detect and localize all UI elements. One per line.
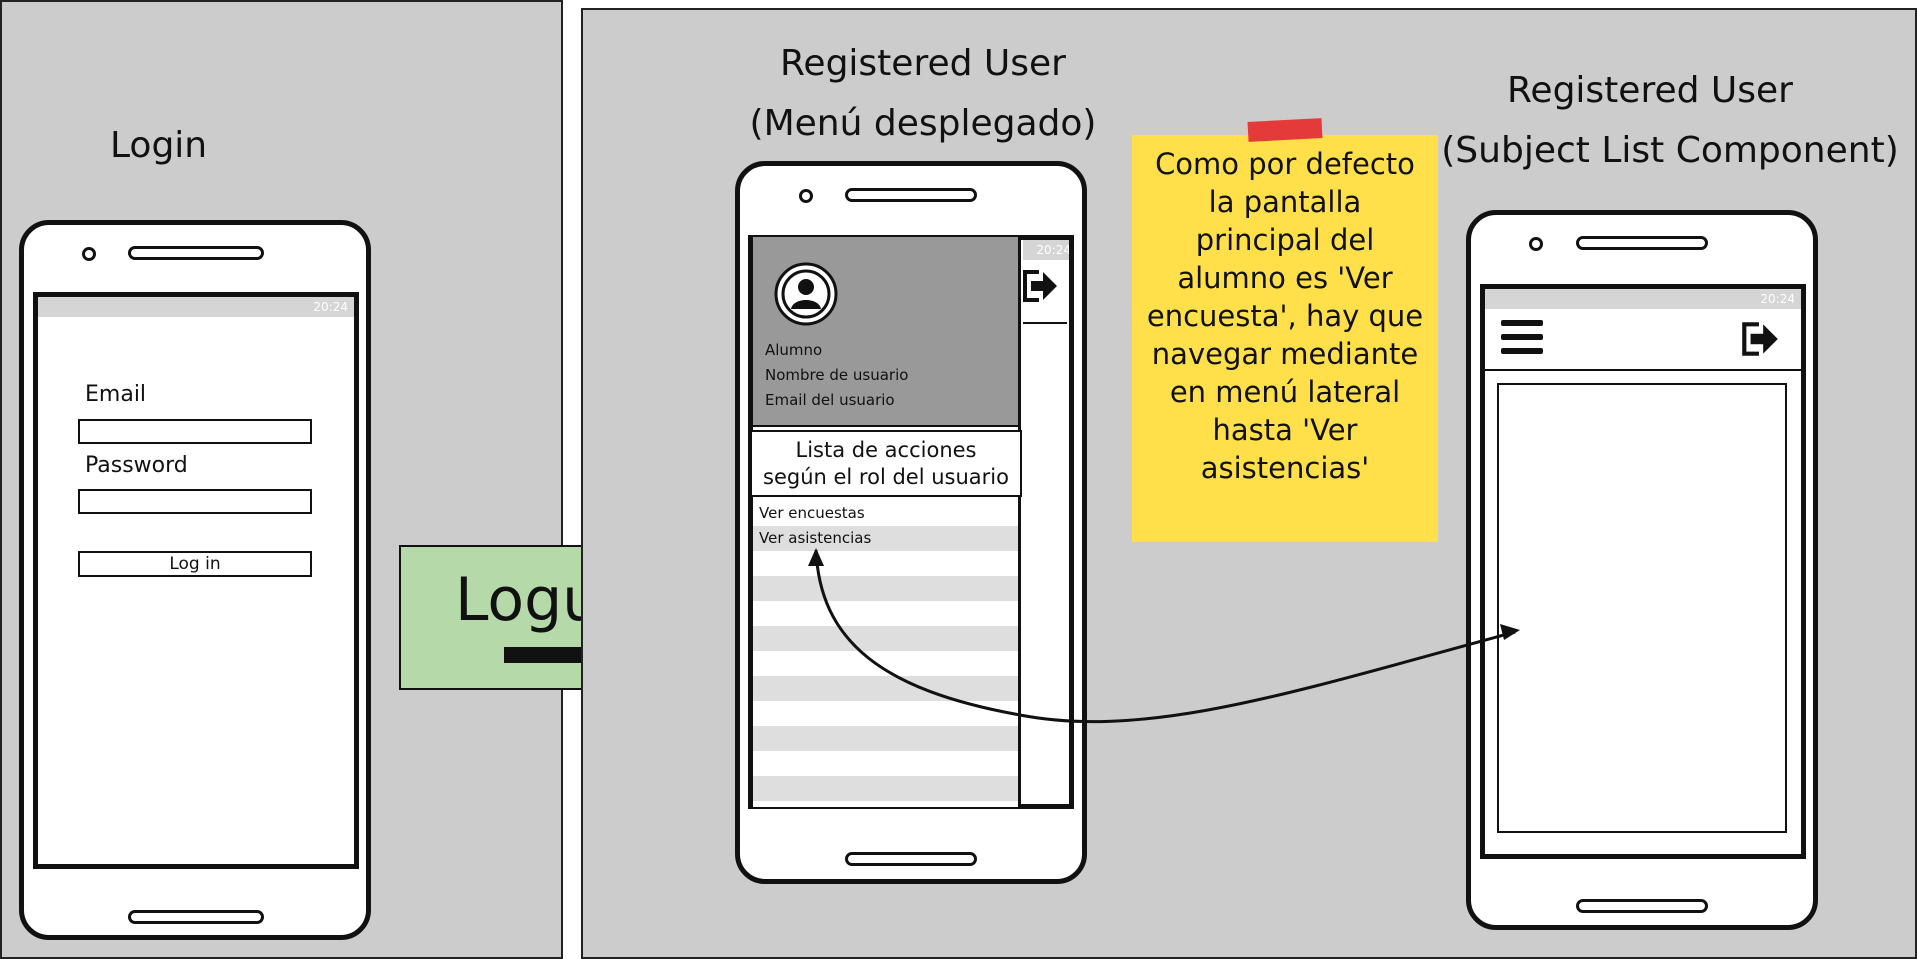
profile-role: Alumno	[765, 341, 823, 359]
phone-speaker	[128, 246, 264, 260]
status-time: 20:24	[313, 300, 348, 314]
note-line: la pantalla	[1208, 185, 1362, 219]
status-bar: 20:24	[1023, 240, 1071, 260]
list-item	[753, 676, 1018, 701]
menu-title-line2: (Menú desplegado)	[749, 103, 1097, 144]
status-bar: 20:24	[1485, 289, 1801, 309]
app-bar-divider	[1485, 369, 1801, 371]
phone-camera	[1529, 237, 1543, 251]
status-bar: 20:24	[38, 297, 354, 317]
password-label: Password	[85, 453, 188, 478]
actions-list: Ver encuestas Ver asistencias	[753, 501, 1018, 805]
phone-speaker	[845, 188, 977, 202]
note-line: Como por defecto	[1155, 147, 1415, 181]
arrowhead-left	[808, 548, 824, 566]
login-button[interactable]: Log in	[78, 551, 312, 577]
menu-item-ver-asistencias[interactable]: Ver asistencias	[753, 526, 1018, 551]
avatar-icon	[774, 262, 838, 326]
phone-camera	[82, 247, 96, 261]
password-field[interactable]	[78, 489, 312, 514]
note-line: hasta 'Ver	[1212, 413, 1358, 447]
login-screen: 20:24	[33, 292, 359, 869]
note-line: encuesta', hay que	[1146, 299, 1424, 333]
note-line: en menú lateral	[1169, 375, 1401, 409]
list-item	[753, 651, 1018, 676]
phone-home-bar	[845, 852, 977, 866]
note-line: asistencias'	[1200, 451, 1370, 485]
menu-title-line1: Registered User	[780, 43, 1066, 84]
subject-list-title-line2: (Subject List Component)	[1441, 130, 1899, 171]
app-bar-divider	[1023, 322, 1067, 324]
profile-email: Email del usuario	[765, 391, 895, 409]
actions-header-line1: Lista de acciones	[795, 438, 977, 462]
list-item	[753, 751, 1018, 776]
list-item	[753, 601, 1018, 626]
phone-home-bar	[128, 910, 264, 924]
email-label: Email	[85, 382, 147, 407]
login-title: Login	[110, 125, 208, 166]
subject-list-screen: 20:24	[1480, 284, 1806, 859]
list-item	[753, 626, 1018, 651]
profile-username: Nombre de usuario	[765, 366, 909, 384]
note-line: navegar mediante	[1151, 337, 1419, 371]
list-item	[753, 551, 1018, 576]
note-line: principal del	[1195, 223, 1375, 257]
status-time: 20:24	[1036, 243, 1071, 257]
phone-home-bar	[1576, 899, 1708, 913]
list-item	[753, 576, 1018, 601]
hamburger-menu-icon[interactable]	[1501, 320, 1543, 362]
menu-item-ver-encuestas[interactable]: Ver encuestas	[753, 501, 1018, 526]
email-field[interactable]	[78, 419, 312, 444]
status-time: 20:24	[1760, 292, 1795, 306]
actions-header-line2: según el rol del usuario	[763, 465, 1009, 489]
subject-list-container	[1497, 383, 1787, 833]
actions-header: Lista de acciones según el rol del usuar…	[750, 430, 1022, 497]
phone-speaker	[1576, 236, 1708, 250]
phone-camera	[799, 189, 813, 203]
sticky-note: Como por defecto la pantalla principal d…	[1132, 135, 1438, 542]
arrowhead-right	[1500, 624, 1520, 640]
list-item	[753, 726, 1018, 751]
note-line: alumno es 'Ver	[1177, 261, 1393, 295]
logout-icon[interactable]	[1019, 266, 1061, 306]
list-item	[753, 776, 1018, 801]
subject-list-title-line1: Registered User	[1507, 70, 1793, 111]
logout-icon[interactable]	[1738, 318, 1782, 360]
